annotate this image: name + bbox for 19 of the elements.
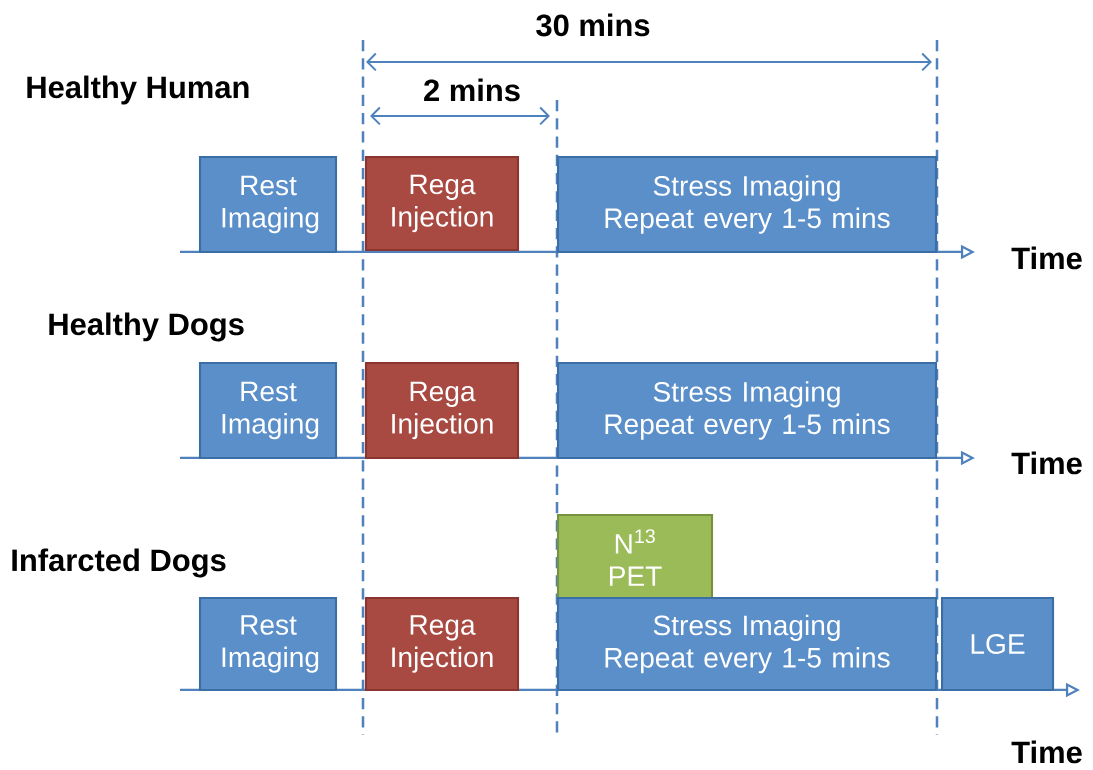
injection-box: Rega Injection (364, 596, 520, 692)
imaging-box: LGE (940, 596, 1055, 692)
dimension-label: 2 mins (424, 78, 520, 102)
injection-box: Rega Injection (364, 155, 520, 252)
axis-label: Time (1011, 740, 1082, 764)
imaging-box: Rest Imaging (198, 155, 338, 254)
pet-box: N$^{13}$ PET (556, 513, 714, 602)
axis-label: Time (1011, 451, 1082, 475)
row-heading: Infarcted Dogs (12, 548, 226, 578)
imaging-box: Stress Imaging Repeat every 1-5 mins (556, 155, 938, 254)
imaging-box: Rest Imaging (198, 361, 338, 460)
row-heading: Healthy Human (27, 75, 249, 105)
axis-label: Time (1011, 246, 1082, 270)
dimension-label: 30 mins (536, 13, 650, 37)
row-heading: Healthy Dogs (49, 312, 244, 342)
injection-box: Rega Injection (364, 361, 520, 460)
imaging-box: Stress Imaging Repeat every 1-5 mins (556, 596, 938, 692)
imaging-box: Stress Imaging Repeat every 1-5 mins (556, 361, 938, 460)
imaging-box: Rest Imaging (198, 596, 338, 692)
